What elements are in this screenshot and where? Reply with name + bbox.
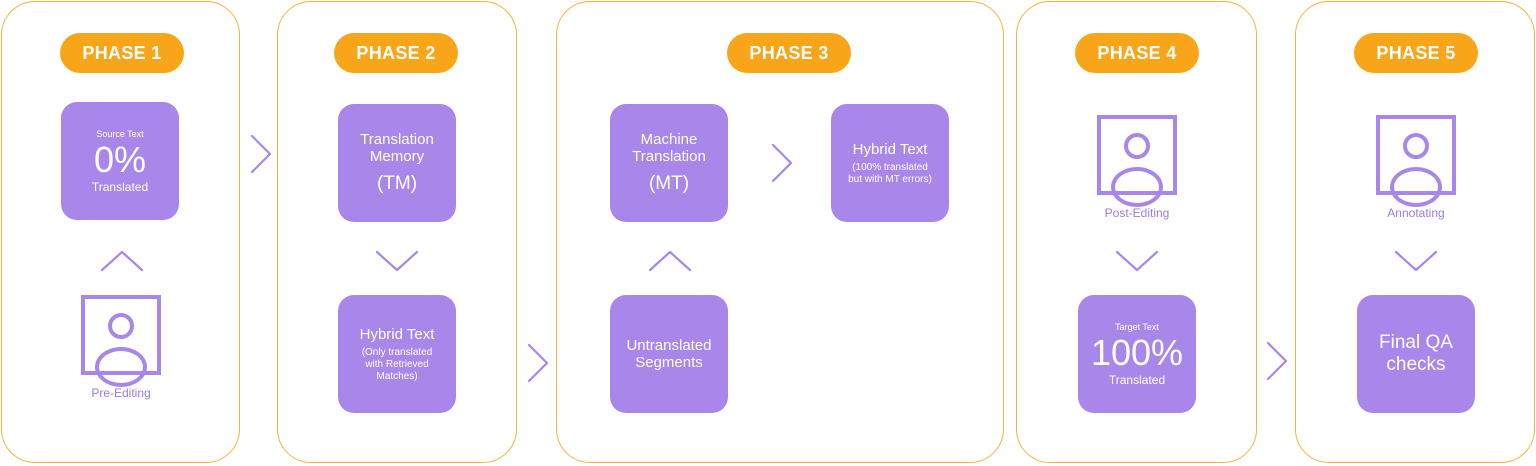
machine-translation-box: Machine Translation (MT) <box>610 104 728 222</box>
target-percent: 100% <box>1090 331 1184 373</box>
qa-line-1: Final QA <box>1379 332 1453 353</box>
person-icon <box>1376 115 1456 207</box>
mt-hybrid-title: Hybrid Text <box>852 140 928 158</box>
chevron-down-icon <box>375 250 419 272</box>
chevron-down-icon <box>1394 250 1438 272</box>
chevron-up-icon <box>648 250 692 272</box>
post-editing-caption: Post-Editing <box>1104 206 1170 220</box>
source-percent: 0% <box>93 138 147 180</box>
mt-line-1: Machine <box>640 131 698 148</box>
phase-2-panel: PHASE 2 Translation Memory (TM) Hybrid T… <box>277 1 517 463</box>
annotating-caption: Annotating <box>1387 206 1445 220</box>
phase-4-panel: PHASE 4 Post-Editing Target Text 100% Tr… <box>1016 1 1257 463</box>
chevron-up-icon <box>100 250 144 272</box>
target-text-box: Target Text 100% Translated <box>1078 295 1196 413</box>
untranslated-line-2: Segments <box>635 354 703 371</box>
phase-2-label: PHASE 2 <box>334 33 458 73</box>
person-icon <box>1097 115 1177 207</box>
source-translated-label: Translated <box>91 179 149 194</box>
mt-hybrid-text-box: Hybrid Text (100% translated but with MT… <box>831 104 949 222</box>
phase-1-panel: PHASE 1 Source Text 0% Translated Pre-Ed… <box>1 1 240 463</box>
chevron-right-icon <box>250 134 272 174</box>
tm-line-1: Translation <box>360 131 434 148</box>
phase-4-label: PHASE 4 <box>1075 33 1199 73</box>
untranslated-line-1: Untranslated <box>626 337 712 354</box>
phase-3-label: PHASE 3 <box>727 33 851 73</box>
qa-line-2: checks <box>1386 354 1446 375</box>
source-text-box: Source Text 0% Translated <box>61 102 179 220</box>
tm-line-3: (TM) <box>376 173 418 194</box>
hybrid-text-note: (Only translated with Retrieved Matches) <box>361 346 433 382</box>
target-text-label: Target Text <box>1115 321 1159 332</box>
target-translated-label: Translated <box>1108 372 1166 387</box>
translation-memory-box: Translation Memory (TM) <box>338 104 456 222</box>
chevron-right-icon <box>1266 341 1288 381</box>
person-icon <box>81 295 161 387</box>
tm-line-2: Memory <box>369 148 425 165</box>
phase-1-label: PHASE 1 <box>60 33 184 73</box>
final-qa-box: Final QA checks <box>1357 295 1475 413</box>
hybrid-text-box: Hybrid Text (Only translated with Retrie… <box>338 295 456 413</box>
source-text-label: Source Text <box>96 128 144 139</box>
chevron-right-icon <box>771 143 793 183</box>
phase-5-label: PHASE 5 <box>1354 33 1478 73</box>
chevron-right-icon <box>527 343 549 383</box>
mt-line-2: Translation <box>632 148 706 165</box>
phase-3-panel: PHASE 3 Machine Translation (MT) Hybrid … <box>556 1 1004 463</box>
mt-hybrid-note: (100% translated but with MT errors) <box>848 161 932 185</box>
chevron-down-icon <box>1115 250 1159 272</box>
pre-editing-caption: Pre-Editing <box>91 386 151 400</box>
phase-5-panel: PHASE 5 Annotating Final QA checks <box>1295 1 1535 463</box>
untranslated-segments-box: Untranslated Segments <box>610 295 728 413</box>
mt-line-3: (MT) <box>648 173 690 194</box>
hybrid-text-title: Hybrid Text <box>359 325 435 343</box>
